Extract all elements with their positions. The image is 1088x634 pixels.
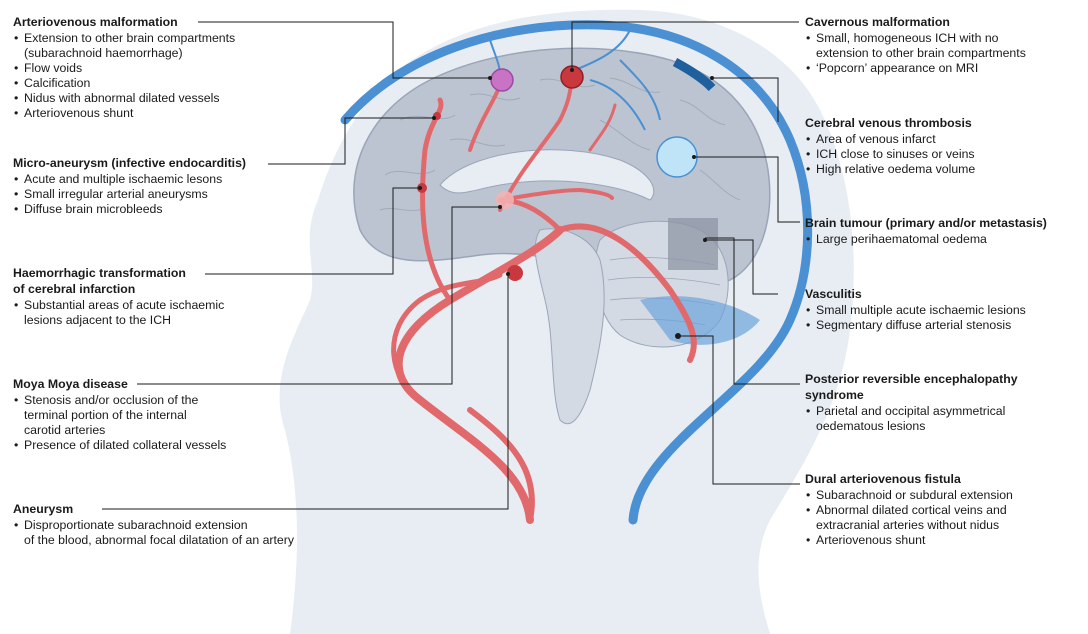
- label-cavernous: Cavernous malformation Small, homogeneou…: [805, 15, 1026, 76]
- label-haemorrhagic-item: Substantial areas of acute ischaemic: [13, 298, 224, 313]
- label-avm-item: Arteriovenous shunt: [13, 106, 235, 121]
- label-cvt-item: ICH close to sinuses or veins: [805, 147, 975, 162]
- moyamoya-lesion: [496, 191, 514, 209]
- label-tumour-item: Large perihaematomal oedema: [805, 232, 1047, 247]
- leader-lines: [102, 21, 800, 510]
- label-vasculitis-item: Small multiple acute ischaemic lesions: [805, 303, 1026, 318]
- label-haemorrhagic: Haemorrhagic transformation of cerebral …: [13, 266, 224, 328]
- label-haemorrhagic-item: lesions adjacent to the ICH: [24, 313, 171, 327]
- label-tumour-title: Brain tumour (primary and/or metastasis): [805, 216, 1047, 230]
- label-moyamoya: Moya Moya disease Stenosis and/or occlus…: [13, 377, 226, 453]
- corpus-callosum: [439, 149, 655, 201]
- label-cvt-item: High relative oedema volume: [805, 162, 975, 177]
- label-davf-title: Dural arteriovenous fistula: [805, 472, 961, 486]
- cortical-veins: [489, 29, 661, 131]
- label-cavernous-item: ‘Popcorn’ appearance on MRI: [805, 61, 1026, 76]
- label-microaneurysm-item: Small irregular arterial aneurysms: [13, 187, 246, 202]
- label-aneurysm-title: Aneurysm: [13, 502, 74, 516]
- label-davf: Dural arteriovenous fistula Subarachnoid…: [805, 472, 1013, 548]
- label-haemorrhagic-title-2: of cerebral infarction: [13, 282, 136, 296]
- label-haemorrhagic-title-1: Haemorrhagic transformation: [13, 266, 186, 280]
- label-davf-item: Subarachnoid or subdural extension: [805, 488, 1013, 503]
- label-avm-item: Nidus with abnormal dilated vessels: [13, 91, 235, 106]
- label-aneurysm: Aneurysm Disproportionate subarachnoid e…: [13, 502, 294, 548]
- label-moyamoya-item: Stenosis and/or occlusion of the: [13, 393, 226, 408]
- label-cvt-title: Cerebral venous thrombosis: [805, 116, 972, 130]
- label-tumour: Brain tumour (primary and/or metastasis)…: [805, 216, 1047, 247]
- label-cavernous-title: Cavernous malformation: [805, 15, 950, 29]
- label-avm-item: Extension to other brain compartments: [13, 31, 235, 46]
- label-avm-item: Flow voids: [13, 61, 235, 76]
- tumour-calcification: [656, 136, 698, 178]
- label-vasculitis-title: Vasculitis: [805, 287, 862, 301]
- aneurysm-lesion: [507, 265, 523, 281]
- label-vasculitis-item: Segmentary diffuse arterial stenosis: [805, 318, 1026, 333]
- label-pres-item: Parietal and occipital asymmetrical: [805, 404, 1018, 419]
- label-avm: Arteriovenous malformation Extension to …: [13, 15, 235, 121]
- transverse-sinus: [640, 296, 760, 345]
- thrombosis-segment: [672, 58, 716, 92]
- label-pres: Posterior reversible encephalopathy synd…: [805, 372, 1018, 434]
- label-moyamoya-item: carotid arteries: [24, 423, 106, 437]
- avm-nidus: [490, 68, 514, 92]
- label-moyamoya-item: Presence of dilated collateral vessels: [13, 438, 226, 453]
- label-cvt-item: Area of venous infarct: [805, 132, 975, 147]
- label-cavernous-item: extension to other brain compartments: [816, 46, 1026, 60]
- label-davf-item: extracranial arteries without nidus: [816, 518, 1000, 532]
- label-cavernous-item: Small, homogeneous ICH with no: [805, 31, 1026, 46]
- label-pres-title-2: syndrome: [805, 388, 864, 402]
- label-avm-title: Arteriovenous malformation: [13, 15, 178, 29]
- brainstem: [534, 228, 605, 425]
- label-pres-title-1: Posterior reversible encephalopathy: [805, 372, 1018, 386]
- tumour-region: [668, 218, 718, 270]
- label-moyamoya-title: Moya Moya disease: [13, 377, 128, 391]
- arteries: [391, 78, 697, 524]
- label-microaneurysm: Micro-aneurysm (infective endocarditis) …: [13, 156, 246, 217]
- label-avm-item: Calcification: [13, 76, 235, 91]
- label-moyamoya-item: terminal portion of the internal: [24, 408, 187, 422]
- label-microaneurysm-item: Acute and multiple ischaemic lesons: [13, 172, 246, 187]
- label-aneurysm-item: of the blood, abnormal focal dilatation …: [24, 533, 295, 547]
- label-vasculitis: Vasculitis Small multiple acute ischaemi…: [805, 287, 1026, 333]
- label-davf-item: Abnormal dilated cortical veins and: [805, 503, 1013, 518]
- label-davf-item: Arteriovenous shunt: [805, 533, 1013, 548]
- label-avm-item: (subarachnoid haemorrhage): [24, 46, 183, 60]
- label-microaneurysm-title: Micro-aneurysm (infective endocarditis): [13, 156, 247, 170]
- label-aneurysm-item: Disproportionate subarachnoid extension: [13, 518, 294, 533]
- label-pres-item: oedematous lesions: [816, 419, 926, 433]
- label-cvt: Cerebral venous thrombosis Area of venou…: [805, 116, 975, 177]
- label-microaneurysm-item: Diffuse brain microbleeds: [13, 202, 246, 217]
- venous-sinus: [340, 20, 813, 525]
